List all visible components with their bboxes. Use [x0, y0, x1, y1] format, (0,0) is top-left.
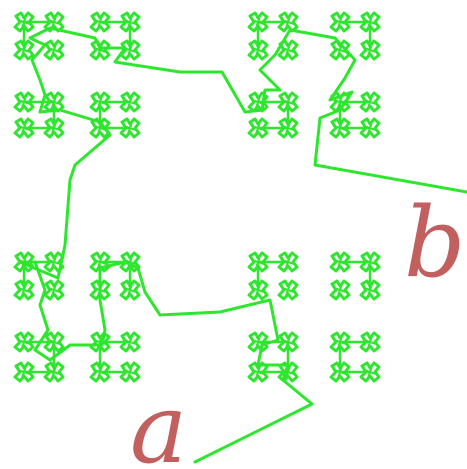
fractal-motif — [13, 11, 35, 33]
fractal-motif — [359, 11, 381, 33]
fractal-motif — [247, 251, 269, 273]
fractal-motif — [329, 251, 351, 273]
fractal-motif — [43, 251, 65, 273]
fractal-motif — [89, 91, 111, 113]
fractal-motif-detail — [47, 283, 61, 297]
fractal-motif — [119, 331, 141, 353]
fractal-motif — [277, 251, 299, 273]
fractal-motif — [13, 117, 35, 139]
fractal-motif — [277, 331, 299, 353]
fractal-motif — [247, 331, 269, 353]
fractal-motif — [13, 91, 35, 113]
fractal-motif-detail — [281, 283, 295, 297]
fractal-motif — [247, 11, 269, 33]
fractal-motif — [13, 331, 35, 353]
fractal-motif — [277, 279, 299, 301]
endpoint-label-b: b — [404, 187, 465, 299]
fractal-motif-detail — [281, 43, 295, 57]
fractal-motif — [359, 117, 381, 139]
fractal-motif — [329, 279, 351, 301]
fractal-motif — [43, 91, 65, 113]
fractal-motif — [277, 11, 299, 33]
fractal-motif — [359, 331, 381, 353]
fractal-motif — [277, 91, 299, 113]
fractal-motif — [329, 331, 351, 353]
fractal-motif — [119, 11, 141, 33]
fractal-motif — [359, 91, 381, 113]
fractal-motif-detail — [93, 43, 107, 57]
fractal-motif — [359, 361, 381, 383]
fractal-motif — [247, 361, 269, 383]
fractal-curve-detail — [13, 11, 381, 383]
fractal-motif — [89, 331, 111, 353]
fractal-motif — [13, 361, 35, 383]
fractal-motif — [329, 11, 351, 33]
fractal-motif — [277, 39, 299, 61]
fractal-motif — [43, 39, 65, 61]
fractal-motif — [119, 117, 141, 139]
fractal-motif — [89, 11, 111, 33]
fractal-motif — [359, 251, 381, 273]
endpoint-label-a: a — [130, 373, 187, 469]
fractal-motif — [43, 11, 65, 33]
fractal-motif — [119, 91, 141, 113]
fractal-motif-detail — [47, 43, 61, 57]
fractal-motif — [247, 91, 269, 113]
fractal-motif-detail — [333, 283, 347, 297]
fractal-motif — [43, 331, 65, 353]
fractal-motif — [247, 117, 269, 139]
fractal-curve-main-path — [18, 26, 467, 464]
fractal-motif — [329, 91, 351, 113]
fractal-motif — [43, 279, 65, 301]
fractal-motif — [119, 361, 141, 383]
